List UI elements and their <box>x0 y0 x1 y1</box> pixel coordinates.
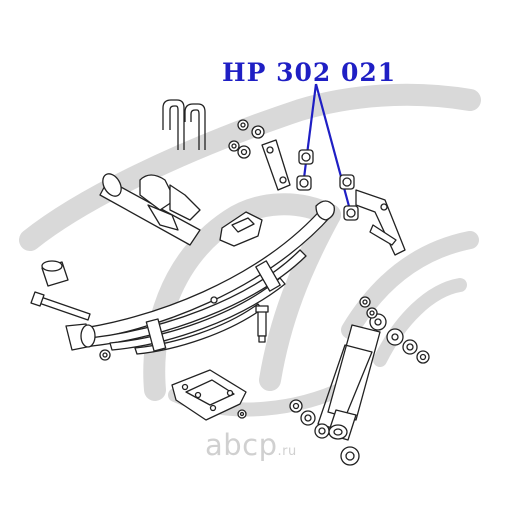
spring-seat-plate <box>171 369 247 421</box>
shock-absorber <box>317 296 387 441</box>
front-bolt <box>30 291 91 321</box>
front-washer <box>99 349 111 361</box>
spring-pad <box>219 211 263 247</box>
front-spring-eye <box>65 323 96 351</box>
bushing-upper-left <box>298 149 314 165</box>
axle-tube <box>99 173 201 246</box>
watermark-site: abcp <box>205 428 278 462</box>
shock-lower-hardware <box>289 399 360 466</box>
u-bolt <box>162 99 206 150</box>
shock-upper-hardware <box>386 328 430 364</box>
watermark-text: abcp.ru <box>205 428 297 462</box>
rear-shackle-bracket <box>355 189 406 256</box>
watermark-tld: .ru <box>277 444 297 459</box>
leaf-spring <box>69 200 335 355</box>
bushing-lower-right <box>343 205 359 221</box>
watermark-logo <box>19 83 481 417</box>
bushing-upper-right <box>339 174 355 190</box>
front-bushing-sleeve <box>41 260 69 287</box>
center-bolt <box>255 305 269 343</box>
shackle-plate <box>261 139 291 191</box>
bushing-set <box>296 149 359 221</box>
bushing-lower-left <box>296 175 312 191</box>
part-number-callout: HP 302 021 <box>222 58 397 87</box>
seat-plate-washer <box>237 409 247 419</box>
upper-washers <box>228 119 265 159</box>
